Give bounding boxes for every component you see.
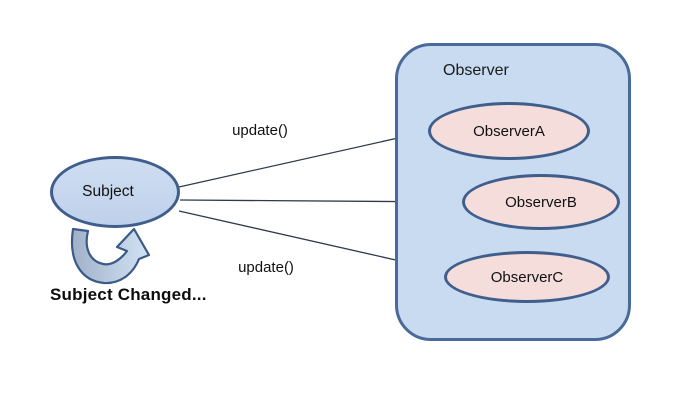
observer-a-label: ObserverA (473, 122, 545, 140)
update-label-bottom: update() (238, 259, 294, 276)
subject-changed-caption: Subject Changed... (50, 285, 207, 304)
observer-a-node: ObserverA (428, 102, 590, 160)
arrow-subject-to-observera (178, 132, 425, 188)
subject-node: Subject (50, 156, 180, 228)
self-loop-arrow (70, 227, 151, 285)
update-label-top: update() (232, 122, 288, 139)
subject-label: Subject (82, 183, 134, 200)
observer-b-label: ObserverB (505, 193, 577, 211)
observer-group-label: Observer (443, 62, 509, 79)
observer-c-label: ObserverC (490, 268, 564, 286)
observer-c-node: ObserverC (444, 251, 610, 303)
observer-b-node: ObserverB (462, 174, 620, 230)
